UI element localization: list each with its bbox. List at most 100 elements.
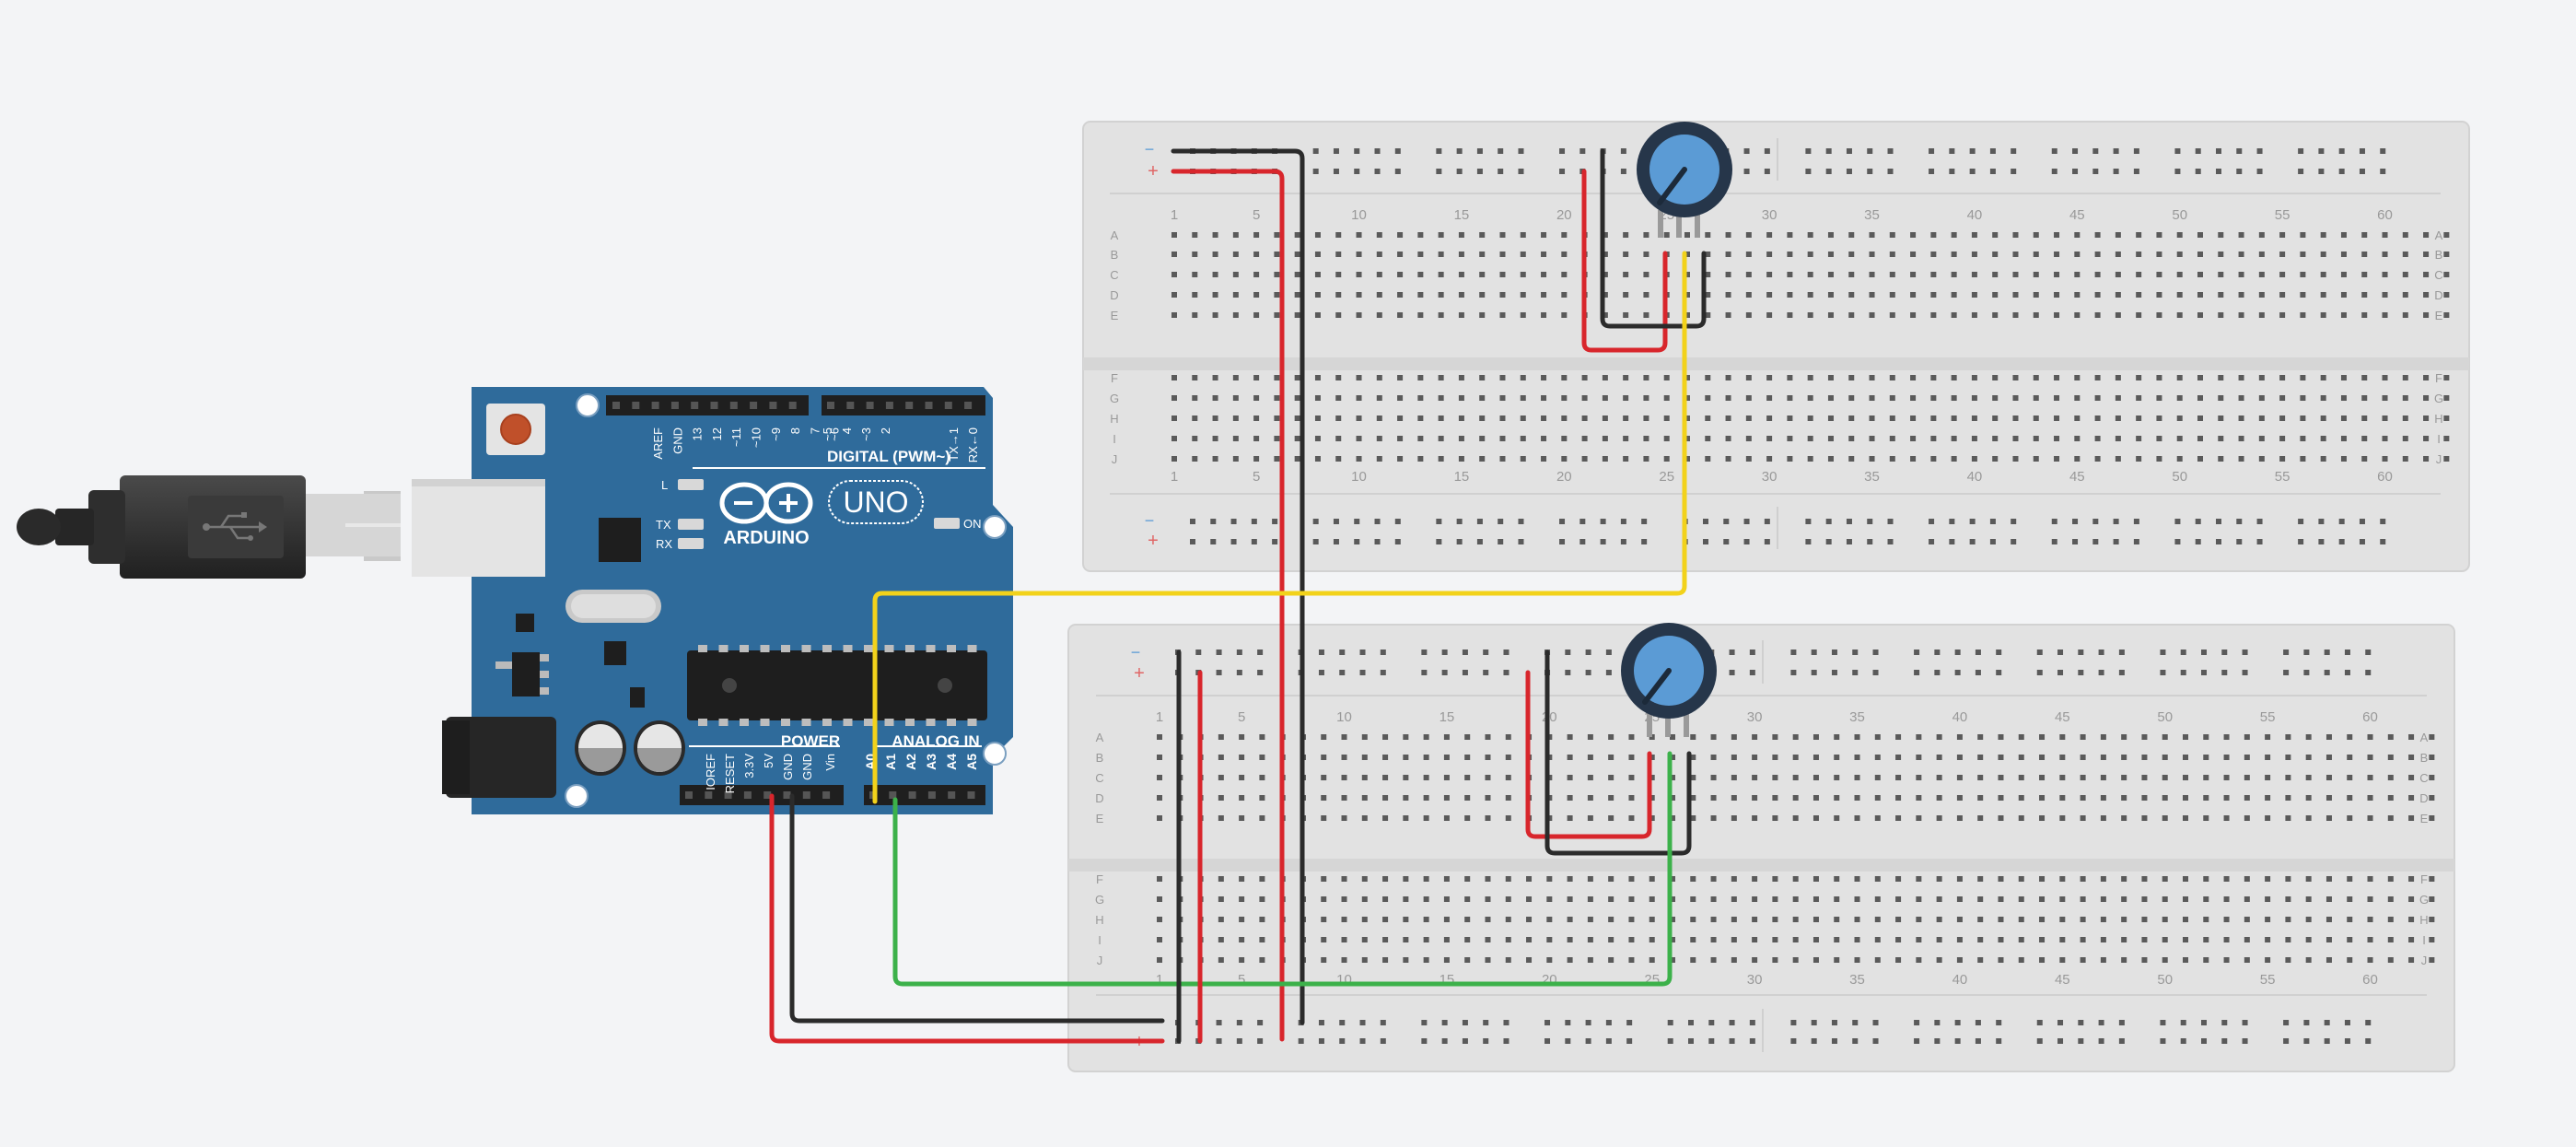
row-label: G xyxy=(2434,392,2443,405)
row-label: C xyxy=(2419,771,2428,785)
column-label: 60 xyxy=(2377,469,2393,485)
row-label: J xyxy=(2436,452,2442,466)
row-label: J xyxy=(2421,954,2428,967)
column-label: 60 xyxy=(2377,207,2393,223)
row-label: A xyxy=(1111,228,1119,242)
row-label: A xyxy=(2435,228,2443,242)
row-label: B xyxy=(1096,751,1104,765)
led-rx-label: RX xyxy=(656,537,672,551)
pin-label: RX←0 xyxy=(966,427,980,462)
pin-label: ~9 xyxy=(769,427,783,441)
column-label: 35 xyxy=(1849,972,1865,988)
pin-label: 4 xyxy=(840,427,854,434)
column-label: 40 xyxy=(1952,972,1968,988)
row-label: D xyxy=(1095,791,1103,805)
column-label: 30 xyxy=(1762,207,1778,223)
digital-header-left xyxy=(606,395,809,415)
row-label: E xyxy=(1111,309,1119,322)
column-label: 1 xyxy=(1171,469,1178,485)
uno-label: UNO xyxy=(843,486,908,519)
usb-plug-icon[interactable] xyxy=(17,475,401,579)
pin-label: 8 xyxy=(788,427,802,434)
pin-label: GND xyxy=(781,754,795,780)
pin-label: A5 xyxy=(964,754,979,770)
row-label: F xyxy=(1111,371,1118,385)
potentiometer-icon[interactable] xyxy=(1637,122,1732,238)
column-label: 55 xyxy=(2260,709,2276,725)
column-label: 40 xyxy=(1967,207,1983,223)
column-label: 5 xyxy=(1253,207,1260,223)
pin-label: A1 xyxy=(883,754,898,770)
rail-plus-label: + xyxy=(1148,531,1159,551)
atmega-chip xyxy=(687,650,987,720)
pin-label: ~6 xyxy=(828,427,842,441)
pin-label: TX→1 xyxy=(947,427,961,462)
led-l-label: L xyxy=(661,478,668,492)
column-label: 50 xyxy=(2172,469,2187,485)
column-label: 10 xyxy=(1336,709,1352,725)
column-label: 15 xyxy=(1454,469,1470,485)
led-on xyxy=(934,518,960,529)
column-label: 55 xyxy=(2275,469,2290,485)
breadboard-bottom xyxy=(1067,624,2455,1072)
led-l xyxy=(678,479,704,490)
pin-label: 5V xyxy=(762,754,775,768)
column-label: 20 xyxy=(1556,207,1572,223)
mounting-hole xyxy=(984,743,1006,765)
row-label: E xyxy=(2435,309,2443,322)
row-label: J xyxy=(1112,452,1118,466)
column-label: 15 xyxy=(1440,709,1455,725)
pin-label: 2 xyxy=(879,427,892,434)
column-label: 1 xyxy=(1156,972,1163,988)
row-label: F xyxy=(1096,872,1103,886)
mounting-hole xyxy=(984,516,1006,538)
column-label: 55 xyxy=(2260,972,2276,988)
arduino-infinity-logo-icon xyxy=(719,482,813,524)
breadboard-holes xyxy=(1157,148,2450,1044)
row-label: G xyxy=(1110,392,1119,405)
pin-label: 12 xyxy=(710,427,724,440)
row-label: I xyxy=(2422,933,2426,947)
pin-label: A2 xyxy=(903,754,918,770)
column-label: 1 xyxy=(1171,207,1178,223)
row-label: B xyxy=(1111,248,1119,262)
row-label: F xyxy=(2435,371,2442,385)
rail-plus-label: + xyxy=(1134,663,1145,684)
column-label: 50 xyxy=(2157,972,2173,988)
row-label: G xyxy=(2419,893,2429,907)
column-label: 1 xyxy=(1156,709,1163,725)
digital-label: DIGITAL (PWM~) xyxy=(827,448,950,465)
usb-symbol-icon xyxy=(203,512,267,541)
wire-green-a1 xyxy=(892,751,1673,987)
column-label: 40 xyxy=(1952,709,1968,725)
row-label: I xyxy=(1113,432,1116,446)
row-label: E xyxy=(2420,812,2429,825)
column-label: 5 xyxy=(1253,469,1260,485)
row-label: B xyxy=(2435,248,2443,262)
pin-label: ~5 xyxy=(821,427,834,441)
row-label: A xyxy=(1096,731,1104,744)
column-label: 30 xyxy=(1747,972,1763,988)
row-label: H xyxy=(1095,913,1103,927)
column-label: 25 xyxy=(1659,469,1674,485)
column-label: 45 xyxy=(2055,972,2070,988)
pin-label: GND xyxy=(800,754,814,780)
column-label: 50 xyxy=(2172,207,2187,223)
led-rx xyxy=(678,538,704,549)
rail-minus-label: − xyxy=(1145,140,1155,158)
column-label: 35 xyxy=(1864,207,1880,223)
pin-label: 7 xyxy=(808,427,822,434)
analog-in-label: ANALOG IN xyxy=(892,732,979,750)
pin-label: GND xyxy=(670,427,684,454)
potentiometer-icon[interactable] xyxy=(1621,623,1717,737)
column-label: 35 xyxy=(1864,469,1880,485)
row-label: J xyxy=(1097,954,1103,967)
wire-black-pot1 xyxy=(1600,148,1707,329)
pin-label: IOREF xyxy=(704,754,717,790)
row-label: F xyxy=(2420,872,2428,886)
rail-minus-label: − xyxy=(1131,643,1141,661)
